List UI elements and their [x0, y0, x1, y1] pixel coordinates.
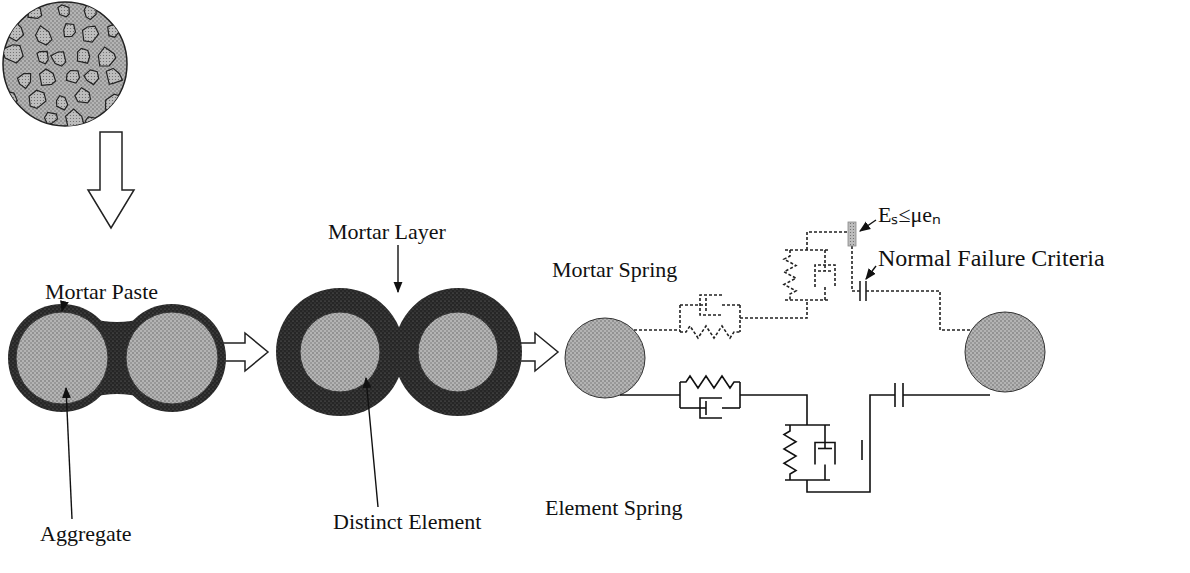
part-label: Eₛ≤μeₙ [878, 203, 941, 226]
part-label: Distinct Element [333, 510, 481, 533]
friction-slider [848, 222, 856, 246]
leader-arrows [62, 220, 876, 519]
hollow-arrow [222, 333, 268, 371]
concrete-sample [3, 2, 127, 126]
element-spring-network [620, 376, 990, 492]
part-label: Element Spring [545, 496, 682, 519]
hollow-arrow [88, 132, 134, 228]
part-label: Normal Failure Criteria [878, 246, 1105, 271]
part-label: Mortar Spring [552, 258, 677, 281]
normal-failure-symbol [860, 281, 866, 301]
distinct-elements [565, 312, 1045, 398]
mortar-paste-figure [8, 304, 226, 412]
part-label: Aggregate [40, 522, 132, 545]
aggregate-texture [2, 4, 152, 132]
mortar-layer-figure [276, 288, 522, 416]
part-label: Mortar Layer [328, 220, 446, 243]
part-label: Mortar Paste [45, 280, 158, 303]
